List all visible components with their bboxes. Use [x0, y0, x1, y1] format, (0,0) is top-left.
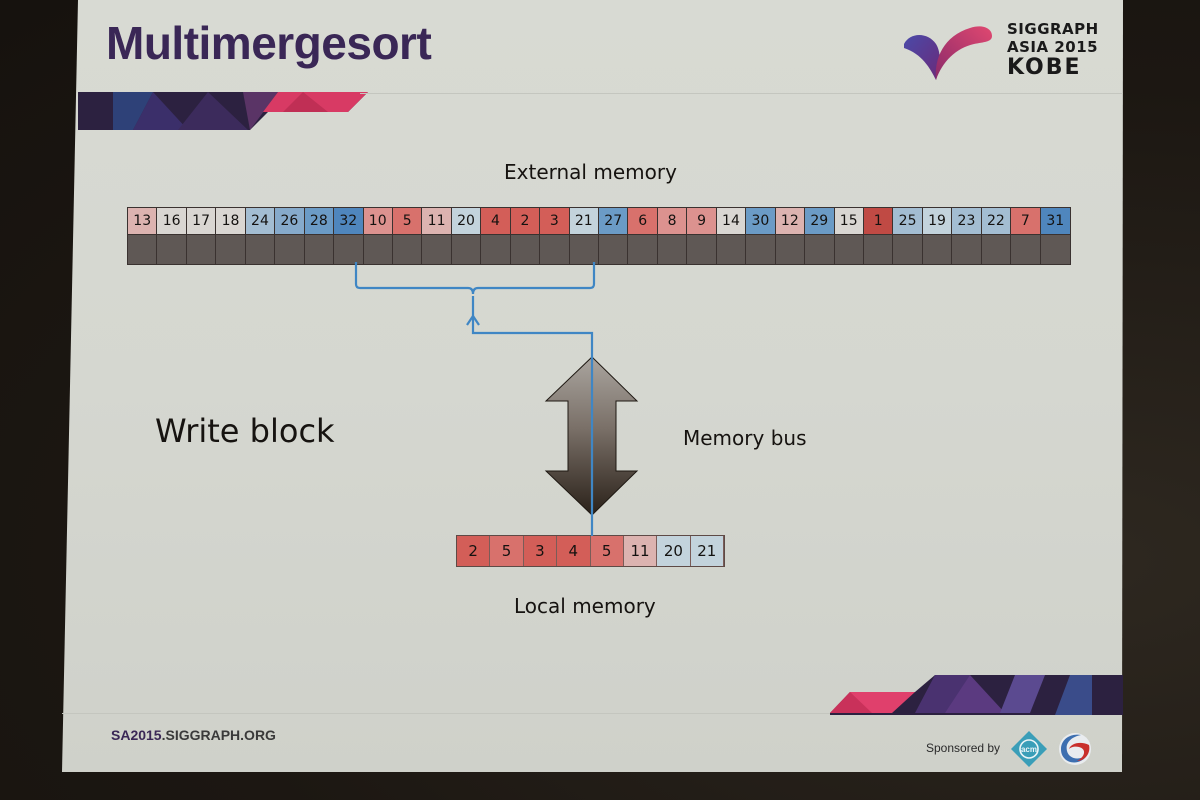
external-memory-empty-slot: [687, 234, 717, 264]
siggraph-asia-logo: SIGGRAPH ASIA 2015 KOBE: [900, 18, 1115, 82]
external-memory-cell: 24: [245, 208, 276, 234]
external-memory-empty-slot: [275, 234, 305, 264]
external-memory-empty-slot: [157, 234, 187, 264]
local-memory-cell: 11: [623, 536, 658, 566]
write-block-label: Write block: [155, 412, 335, 450]
memory-bus-label: Memory bus: [683, 426, 807, 450]
external-memory-empty-slot: [392, 234, 423, 264]
external-memory-cell: 14: [716, 208, 747, 234]
external-memory-cell: 23: [952, 208, 982, 234]
acm-logo-icon: acm: [1011, 731, 1047, 767]
external-memory-empty-slot: [716, 234, 747, 264]
external-memory-empty-slot: [952, 234, 982, 264]
external-memory-cell: 15: [834, 208, 864, 234]
external-memory-cell: 20: [451, 208, 482, 234]
external-memory-empty-slot: [981, 234, 1012, 264]
local-memory-cell: 5: [590, 536, 624, 566]
external-memory-cell: 9: [687, 208, 717, 234]
external-memory-cell: 3: [540, 208, 570, 234]
external-memory-cell: 28: [304, 208, 335, 234]
slide-title: Multimergesort: [106, 17, 432, 69]
external-memory-empty-slot: [186, 234, 217, 264]
external-memory-cell: 7: [1011, 208, 1041, 234]
external-memory-empty-slot: [805, 234, 835, 264]
external-memory-empty-slot: [628, 234, 658, 264]
logo-line-1: SIGGRAPH: [1007, 20, 1099, 38]
local-memory-cell: 21: [690, 536, 724, 566]
external-memory-empty-slot: [657, 234, 688, 264]
external-memory-empty-slot: [481, 234, 511, 264]
external-memory-empty-slot: [422, 234, 452, 264]
header-banner-decoration: [78, 92, 368, 130]
footer-banner-decoration: [830, 675, 1123, 715]
external-memory-empty-slot: [216, 234, 246, 264]
footer-rule: [62, 713, 830, 714]
external-memory-empty-slot: [1040, 234, 1070, 264]
header-rule: [360, 93, 1123, 94]
external-memory-empty-slot: [834, 234, 864, 264]
local-memory-cell: 4: [557, 536, 591, 566]
conference-url: SA2015.SIGGRAPH.ORG: [111, 727, 276, 743]
external-memory-cell: 10: [363, 208, 393, 234]
external-memory-cell: 17: [186, 208, 217, 234]
external-memory-empty-slot: [569, 234, 599, 264]
siggraph-asia-swoosh-icon: [904, 26, 992, 81]
external-memory-empty-slot: [510, 234, 541, 264]
external-memory-empty-slot: [451, 234, 482, 264]
external-memory-empty-slot: [922, 234, 953, 264]
external-memory-cell: 21: [569, 208, 599, 234]
external-memory-cell: 32: [334, 208, 364, 234]
local-memory-cell: 20: [657, 536, 691, 566]
external-memory-cell: 2: [510, 208, 541, 234]
external-memory-empty-slot: [304, 234, 335, 264]
external-memory-cell: 1: [863, 208, 894, 234]
external-memory-cell: 26: [275, 208, 305, 234]
external-memory-empty-slot: [599, 234, 629, 264]
external-memory-empty-slot: [540, 234, 570, 264]
external-memory-cell: 13: [128, 208, 158, 234]
external-memory-empty-slot: [893, 234, 923, 264]
external-memory-cell: 19: [922, 208, 953, 234]
external-memory-cell: 8: [657, 208, 688, 234]
external-memory-cell: 27: [599, 208, 629, 234]
external-memory-cell: 5: [392, 208, 423, 234]
external-memory-cell: 11: [422, 208, 452, 234]
local-memory-cell: 2: [457, 536, 491, 566]
external-memory-empty-slot: [746, 234, 776, 264]
external-memory-empty-slot: [334, 234, 364, 264]
external-memory-cell: 25: [893, 208, 923, 234]
external-memory-cell: 16: [157, 208, 187, 234]
external-memory-cell: 29: [805, 208, 835, 234]
external-memory-empty-slot: [363, 234, 393, 264]
conference-url-accent: SA2015: [111, 727, 162, 743]
external-memory-cell: 31: [1040, 208, 1070, 234]
external-memory-cell: 18: [216, 208, 246, 234]
logo-line-3: KOBE: [1007, 55, 1082, 80]
sponsored-by-label: Sponsored by: [926, 741, 1001, 755]
external-memory-cell: 4: [481, 208, 511, 234]
local-memory-cell: 5: [490, 536, 524, 566]
logo-wordmark: SIGGRAPH ASIA 2015 KOBE: [1007, 20, 1099, 80]
conference-url-rest: .SIGGRAPH.ORG: [161, 727, 276, 743]
external-memory-cell: 22: [981, 208, 1012, 234]
local-memory-cell: 3: [523, 536, 558, 566]
external-memory-cell: 6: [628, 208, 658, 234]
local-memory-label: Local memory: [514, 594, 656, 618]
external-memory-label: External memory: [504, 160, 677, 184]
external-memory-cell: 12: [775, 208, 806, 234]
external-memory-empty-slot: [128, 234, 158, 264]
sponsor-swirl-logo-icon: [1059, 733, 1091, 765]
external-memory-empty-slot: [245, 234, 276, 264]
acm-logo-text: acm: [1021, 745, 1037, 754]
logo-line-2: ASIA 2015: [1007, 38, 1099, 56]
external-memory-empty-slot: [863, 234, 894, 264]
external-memory-empty-slot: [1011, 234, 1041, 264]
external-memory-cell: 30: [746, 208, 776, 234]
external-memory-empty-slot: [775, 234, 806, 264]
